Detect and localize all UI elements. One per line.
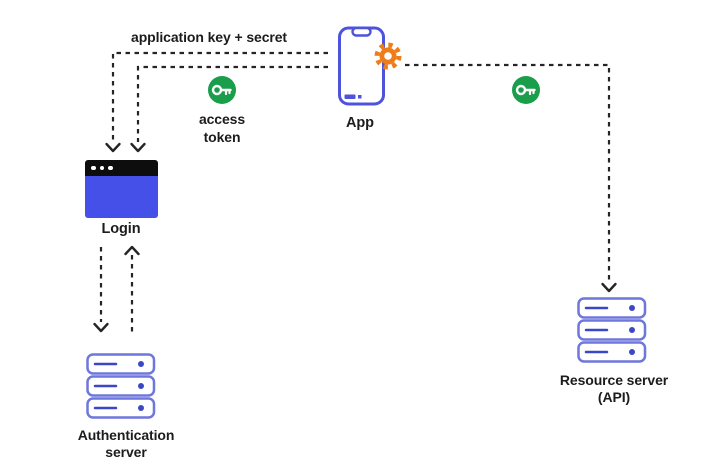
phone-home-bar <box>344 94 356 99</box>
app-label: App <box>346 115 374 131</box>
arrowhead-down-icon <box>130 142 146 153</box>
arrowhead-down-icon <box>105 142 121 153</box>
connector-auth-server-to-login <box>124 245 140 333</box>
arrowhead-up-icon <box>124 245 140 256</box>
smartphone-with-gear-icon <box>338 26 402 106</box>
phone-body <box>338 26 385 106</box>
browser-page-area <box>85 176 158 218</box>
server-stack-icon <box>577 297 647 363</box>
phone-home-dot <box>358 95 362 99</box>
key-badge-icon <box>512 76 540 104</box>
key-badge-icon <box>208 76 236 104</box>
server-unit <box>577 341 647 363</box>
window-dot-icon <box>99 165 104 171</box>
resource-server-label: Resource server (API) <box>559 372 669 405</box>
login-label: Login <box>101 221 141 237</box>
server-unit <box>86 375 156 397</box>
connector-login-to-auth-server <box>93 247 109 333</box>
server-unit <box>86 397 156 419</box>
server-unit <box>86 353 156 375</box>
app-key-secret-label: application key + secret <box>131 29 287 45</box>
window-dot-icon <box>91 165 96 171</box>
arrowhead-down-icon <box>93 322 109 333</box>
access-token-label: access token <box>198 111 246 145</box>
auth-server-label: Authentication server <box>77 427 175 460</box>
arrowhead-down-icon <box>601 282 617 293</box>
window-dot-icon <box>108 165 113 171</box>
server-stack-icon <box>86 353 156 419</box>
browser-title-bar <box>85 160 158 176</box>
gear-icon <box>374 42 402 70</box>
phone-notch <box>351 26 372 37</box>
server-unit <box>577 319 647 341</box>
key-glyph <box>515 84 536 96</box>
server-unit <box>577 297 647 319</box>
browser-window-icon <box>85 160 158 218</box>
key-glyph <box>211 84 232 96</box>
